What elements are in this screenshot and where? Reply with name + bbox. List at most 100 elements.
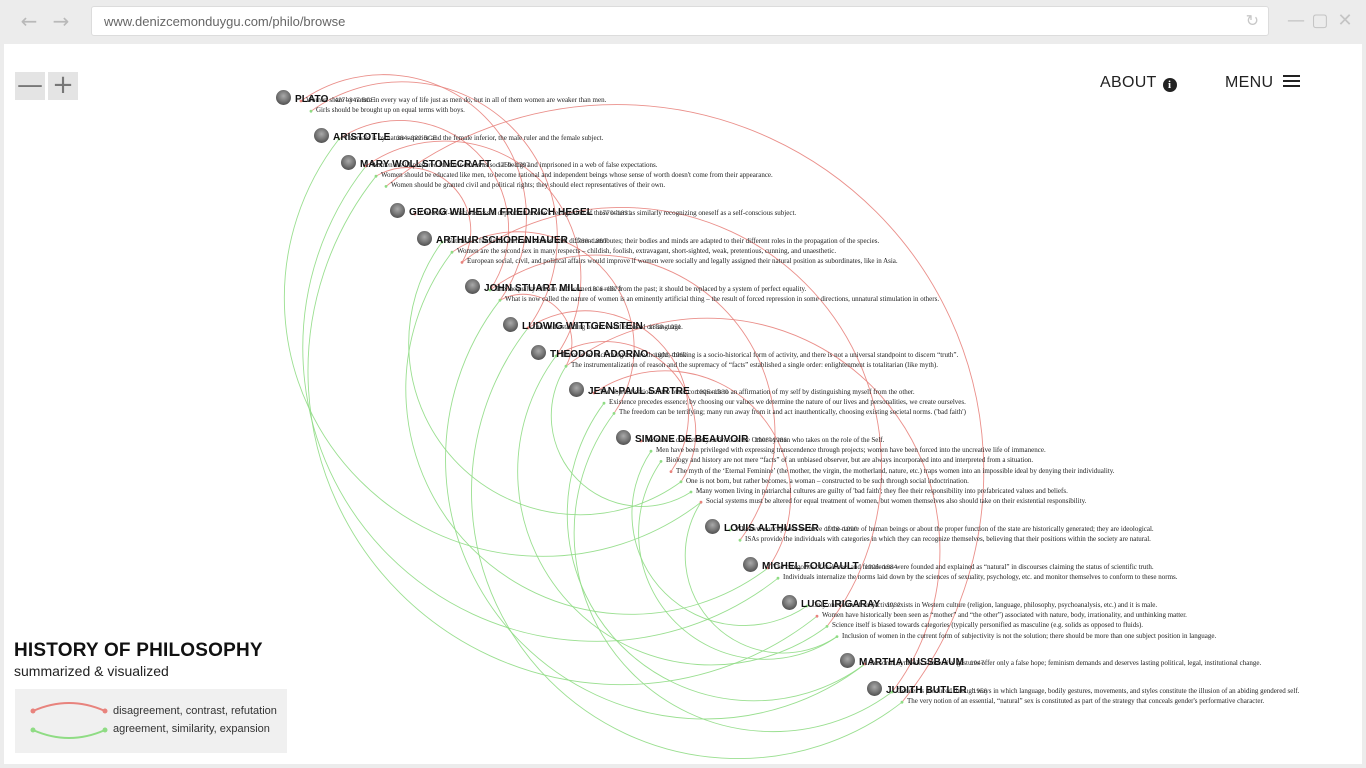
philosopher-avatar — [341, 155, 356, 170]
quote-item[interactable]: European social, civil, and political af… — [467, 257, 898, 266]
quote-item[interactable]: Social systems must be altered for equal… — [706, 497, 1087, 506]
legend-agreement-label: agreement, similarity, expansion — [113, 723, 270, 735]
minimize-icon[interactable]: — — [1287, 10, 1305, 31]
quote-item[interactable]: The freedom can be terrifying; many run … — [619, 408, 966, 417]
quote-item[interactable]: Girls should be brought up on equal term… — [316, 106, 465, 115]
philosopher-name: JUDITH BUTLER — [886, 685, 967, 696]
quote-item[interactable]: Women should be educated like men, to be… — [381, 171, 773, 180]
quote-item[interactable]: The inequality of men and women is a rel… — [495, 285, 807, 293]
reload-icon[interactable]: ↻ — [1245, 11, 1259, 30]
browser-chrome: ← → www.denizcemonduygu.com/philo/browse… — [0, 0, 1366, 44]
philosopher-avatar — [569, 382, 584, 397]
address-bar[interactable]: www.denizcemonduygu.com/philo/browse ↻ — [91, 6, 1269, 36]
quote-dot — [384, 185, 388, 188]
quote-item[interactable]: The myth of the ‘Eternal Feminine’ (the … — [676, 466, 1115, 475]
philosopher-avatar — [465, 279, 480, 294]
quote-item[interactable]: Inclusion of women in the current form o… — [842, 631, 1217, 640]
quote-dot — [592, 391, 596, 395]
zoom-out-button[interactable]: — — [15, 70, 45, 100]
back-arrow-icon[interactable]: ← — [20, 9, 38, 33]
philosopher-avatar — [276, 90, 291, 105]
quote-item[interactable]: Only one form of subjectivity exists in … — [812, 601, 1158, 609]
quote-item[interactable]: Individuals internalize the norms laid d… — [783, 573, 1178, 582]
agreement-arc — [631, 450, 808, 626]
quote-item[interactable]: Men have been privileged with expressing… — [656, 446, 1046, 455]
zoom-in-button[interactable]: + — [48, 72, 78, 100]
philosopher-name: LUCE IRIGARAY — [801, 599, 881, 610]
close-icon[interactable]: ✕ — [1337, 10, 1353, 31]
page-subtitle: summarized & visualized — [14, 663, 169, 679]
philosopher-name: THEODOR ADORNO — [550, 349, 649, 360]
quote-item[interactable]: Woman is consistently defined as the Oth… — [646, 436, 885, 444]
philosopher-years: 1932 — [886, 602, 901, 609]
quote-item[interactable]: Science itself is biased towards categor… — [832, 621, 1144, 630]
quote-dot — [738, 538, 742, 542]
quote-item[interactable]: Biology and history are not mere “facts”… — [666, 456, 1034, 465]
agreement-arc-icon — [32, 729, 106, 739]
quote-item[interactable]: Many women living in patriarchal culture… — [696, 487, 1068, 495]
maximize-icon[interactable]: ▢ — [1311, 10, 1329, 31]
quote-item[interactable]: What is now called the nature of women i… — [505, 295, 940, 304]
philosopher-name: JEAN-PAUL SARTRE — [588, 386, 690, 397]
quote-dot — [825, 625, 829, 628]
philosopher-years: 1905–1980 — [695, 389, 729, 396]
quote-item[interactable]: There is no such thing as pure thought; … — [561, 351, 959, 359]
philosopher-header[interactable]: LUCE IRIGARAY 1932 — [782, 594, 901, 612]
quote-item[interactable]: Women should be granted civil and politi… — [391, 181, 666, 190]
quote-item[interactable]: Gender is produced through ways in which… — [897, 687, 1300, 695]
quote-item[interactable]: ISAs provide the individuals with catego… — [745, 535, 1151, 544]
disagreement-dot — [30, 708, 36, 714]
agreement-arc — [566, 402, 866, 702]
quote-item[interactable]: Personal, symbolic subversive gestures o… — [870, 659, 1262, 667]
quote-item[interactable]: One is not born, but rather becomes, a w… — [686, 476, 969, 485]
philosopher-name: ARISTOTLE — [333, 132, 391, 143]
quote-item[interactable]: Our understanding of the world is based … — [533, 323, 683, 331]
agreement-arc — [408, 241, 682, 516]
forward-arrow-icon[interactable]: → — [52, 9, 70, 33]
disagreement-arc — [338, 120, 509, 291]
quote-dot — [413, 212, 417, 216]
quote-dot — [890, 690, 894, 694]
quote-item[interactable]: Whatever conceptions we have of the natu… — [735, 525, 1154, 533]
philosopher-header[interactable]: JEAN-PAUL SARTRE 1905–1980 — [569, 381, 728, 399]
quote-item[interactable]: The very notion of an essential, “natura… — [907, 697, 1265, 706]
url-text[interactable]: www.denizcemonduygu.com/philo/browse — [104, 14, 346, 29]
philosopher-years: 1908–1986 — [754, 437, 788, 444]
menu-button[interactable]: MENU — [1225, 74, 1301, 92]
quote-item[interactable]: Nature has furnished men and women with … — [447, 237, 880, 245]
disagreement-arc — [593, 370, 791, 569]
info-icon: i — [1162, 78, 1177, 92]
disagreement-arc — [489, 254, 776, 541]
quote-dot — [309, 109, 313, 113]
quote-item[interactable]: Women have historically been seen as “mo… — [822, 611, 1187, 620]
philosopher-avatar — [743, 557, 758, 572]
quote-item[interactable]: Women share by nature in every way of li… — [306, 96, 607, 104]
quote-item[interactable]: One's self-consciousness is dependent on… — [420, 209, 797, 217]
quote-item[interactable]: Women are the second sex in many respect… — [457, 247, 837, 256]
quote-item[interactable]: The male is by nature superior and the f… — [344, 134, 604, 142]
quote-item[interactable]: The instrumentalization of reason and th… — [571, 361, 938, 370]
agreement-arc — [302, 165, 779, 642]
quote-item[interactable]: The categories of maleness and femalenes… — [773, 563, 1154, 571]
quote-item[interactable]: Women are ill-prepared for their duties … — [371, 161, 658, 169]
quote-item[interactable]: The objectification of the other corresp… — [599, 388, 915, 396]
quote-dot — [776, 576, 780, 580]
quote-item[interactable]: Existence precedes essence; by choosing … — [609, 398, 966, 407]
quote-dot — [900, 700, 904, 704]
disagreement-arc — [555, 341, 697, 483]
philosopher-years: 1770–1831 — [599, 210, 632, 217]
